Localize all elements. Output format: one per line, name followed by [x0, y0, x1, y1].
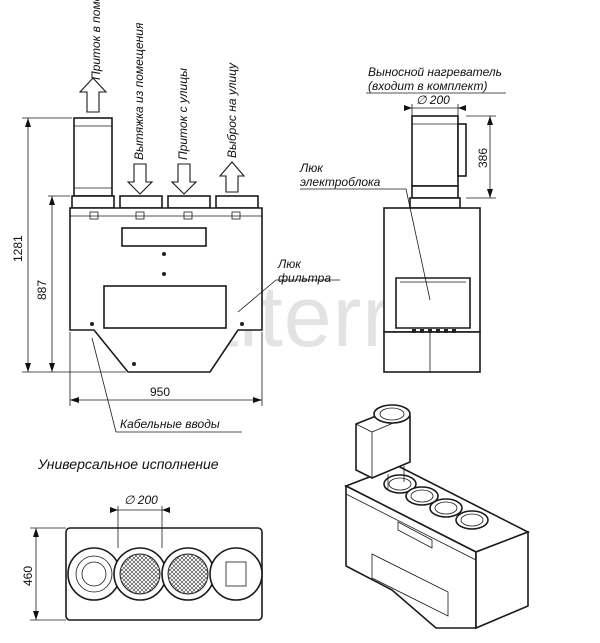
- heater-body: [411, 115, 459, 187]
- heater-box: [457, 123, 467, 177]
- filter-hatch-callout: Люк фильтра: [237, 257, 340, 313]
- dim-depth-text: 460: [21, 566, 35, 586]
- label-supply-from-street-text: Приток с улицы: [176, 68, 190, 160]
- top-view: [65, 527, 263, 621]
- electro-hatch-callout: Люк электроблока: [299, 161, 431, 301]
- label-exhaust-to-street: Выброс на улицу: [225, 62, 239, 158]
- heater-label-line1: Выносной нагреватель: [368, 65, 502, 79]
- electro-hatch-front: [121, 227, 207, 247]
- label-supply-to-room-text: Приток в помещение: [89, 0, 103, 80]
- collar-4: [215, 195, 259, 209]
- collar-2: [119, 195, 163, 209]
- collar-3: [167, 195, 211, 209]
- dim-heater-height: 386: [466, 115, 496, 199]
- arrow-up-supply-icon: [78, 77, 108, 113]
- side-view: [383, 115, 481, 373]
- front-view: [69, 117, 263, 373]
- label-exhaust-from-room: Вытяжка из помещения: [132, 22, 146, 160]
- heater-collar: [411, 185, 459, 199]
- airflow-arrows: [78, 77, 246, 195]
- label-exhaust-to-street-text: Выброс на улицу: [225, 62, 239, 158]
- heater-label-line2: (входит в комплект): [368, 79, 487, 93]
- label-supply-from-street: Приток с улицы: [176, 68, 190, 160]
- dim-width: 950: [69, 332, 263, 406]
- arrow-up-exhaust-icon: [218, 161, 246, 193]
- side-collar: [409, 197, 461, 209]
- side-base: [383, 331, 481, 373]
- filter-hatch-label-line2: фильтра: [278, 271, 331, 285]
- dim-heater-diameter-text: ∅ 200: [416, 93, 450, 107]
- arrow-down-supply-icon: [170, 163, 198, 195]
- dim-total-height-text: 1281: [11, 235, 25, 262]
- dim-depth: 460: [21, 527, 66, 621]
- iso-right: [475, 530, 529, 630]
- dim-body-height-text: 887: [35, 280, 49, 300]
- cable-entries-callout: Кабельные вводы: [91, 337, 242, 433]
- collar-1: [71, 195, 115, 209]
- dim-total-height: 1281: [11, 117, 126, 373]
- dim-top-diameter: ∅ 200: [110, 493, 170, 548]
- dim-heater-diameter: ∅ 200: [404, 93, 466, 116]
- label-supply-to-room: Приток в помещение: [89, 0, 103, 80]
- electro-hatch-label-line1: Люк: [299, 161, 324, 175]
- arrow-down-exhaust-icon: [126, 163, 154, 195]
- dim-body-height: 887: [35, 195, 70, 372]
- electro-hatch-label-line2: электроблока: [300, 175, 381, 189]
- filter-hatch-label-line1: Люк: [277, 257, 302, 271]
- dim-width-text: 950: [150, 385, 170, 399]
- electro-hatch-side: [395, 277, 471, 329]
- filter-hatch: [103, 285, 227, 329]
- heater-callout: Выносной нагреватель (входит в комплект): [366, 65, 506, 94]
- isometric-view: [344, 404, 530, 630]
- universal-version-label: Универсальное исполнение: [37, 456, 219, 472]
- label-exhaust-from-room-text: Вытяжка из помещения: [132, 22, 146, 160]
- dim-heater-height-text: 386: [476, 148, 490, 168]
- top-duct: [73, 117, 113, 197]
- port-4: [209, 547, 263, 601]
- dim-top-diameter-text: ∅ 200: [124, 493, 158, 507]
- cable-entries-label: Кабельные вводы: [120, 417, 220, 431]
